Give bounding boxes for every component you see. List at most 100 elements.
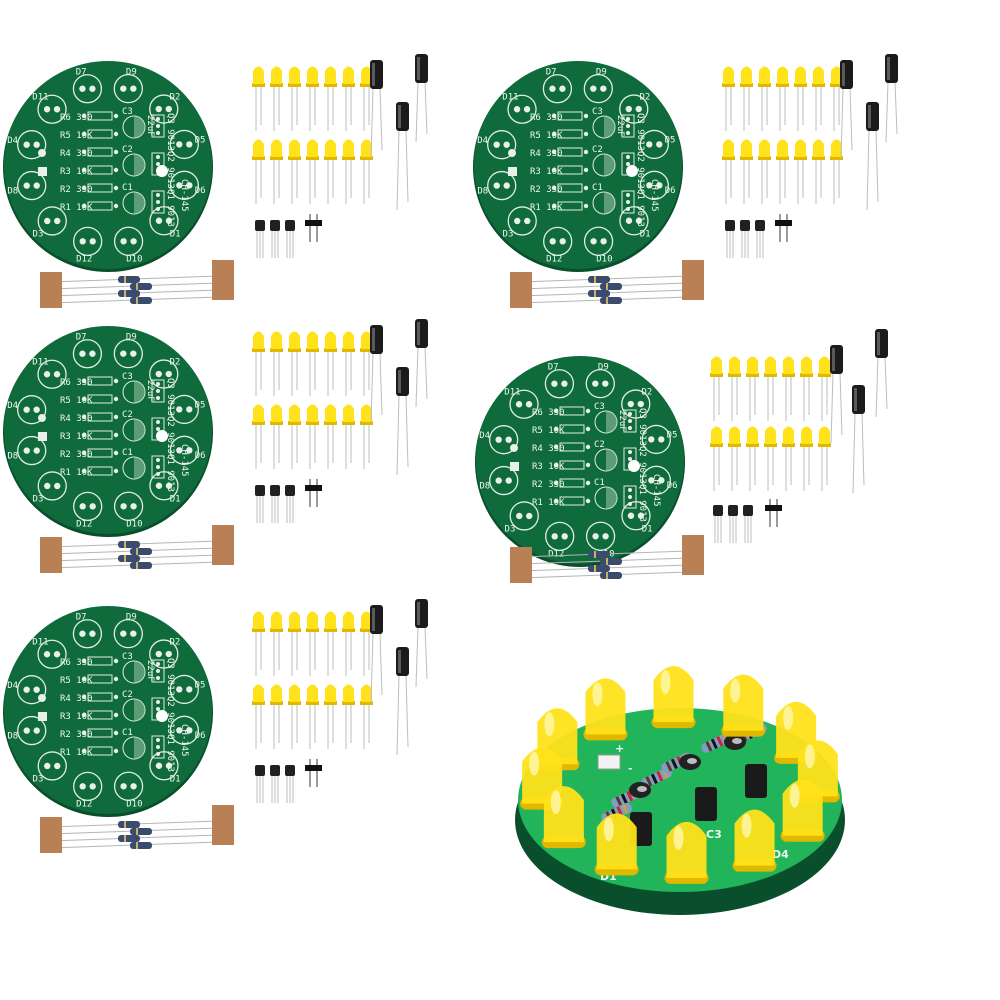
resistor-footprint (87, 111, 113, 121)
silk-led-label: D6 (195, 451, 206, 461)
solder-pad (89, 503, 96, 510)
silk-transistor-label: Q2 9013 (637, 446, 647, 484)
resistor-body (600, 558, 622, 565)
silk-resistor-label: R2 330 (60, 450, 93, 460)
solder-pad (23, 727, 30, 734)
capacitor-lead (849, 87, 853, 151)
silk-resistor-label: R4 330 (60, 414, 93, 424)
solder-pad (493, 182, 500, 189)
led-footprint (641, 465, 671, 495)
solder-pad (495, 436, 502, 443)
silk-resistor-label: R3 10K (530, 167, 563, 177)
electrolytic-capacitor (396, 102, 409, 211)
assembled-silk-label: C3 (706, 828, 722, 841)
solder-pad (627, 512, 635, 519)
led-highlight (804, 744, 815, 769)
loose-led (710, 426, 723, 491)
solder-pad (130, 350, 137, 357)
capacitor-lead (875, 129, 879, 203)
resistor-band (705, 741, 713, 752)
capacitor-stripe (832, 348, 835, 371)
silk-led-label: D8 (7, 186, 18, 196)
silk-led-label: D2 (641, 387, 652, 397)
resistor-tape-left (40, 272, 62, 308)
silk-led-label: D9 (126, 67, 137, 77)
silk-resistor-label: R5 10K (532, 426, 565, 436)
led-body (271, 139, 282, 157)
header-body (305, 765, 322, 771)
loose-led (800, 356, 813, 421)
transistor-footprint (151, 190, 165, 214)
led-footprint (545, 521, 575, 551)
pin-header (305, 759, 322, 787)
resistor-band (606, 572, 608, 579)
solder-pad (113, 712, 119, 718)
loose-led (270, 611, 283, 676)
solder-pad (113, 414, 119, 420)
silk-transistor-label: Q2 9013 (165, 416, 175, 454)
led-footprint (509, 389, 539, 419)
capacitor-stripe (372, 608, 375, 631)
led-rim (360, 628, 373, 632)
silk-led-label: D4 (7, 136, 18, 146)
led-dome (653, 666, 694, 723)
capacitor-stripe (887, 57, 890, 80)
solder-pad (635, 217, 643, 224)
loose-led (740, 139, 753, 204)
led-rim (342, 421, 355, 425)
silk-cap-label: C3 (122, 372, 133, 382)
solder-pad (551, 533, 558, 540)
capacitor-lead (405, 129, 409, 203)
capacitor-lead (852, 412, 856, 494)
silk-cap-value: 22uF (145, 115, 155, 137)
silk-transistor-label: Q1 9013 (637, 484, 647, 522)
capacitor-body (370, 60, 383, 89)
solder-pad (120, 85, 127, 92)
silk-resistor-label: R2 330 (530, 185, 563, 195)
solder-pad (23, 406, 30, 413)
silk-led-label: D10 (126, 255, 142, 265)
led-footprint (487, 130, 517, 160)
led-rim (722, 83, 735, 87)
silk-led-label: D1 (640, 229, 651, 239)
resistor-footprint (87, 674, 113, 684)
led-rim (324, 348, 337, 352)
resistor-footprint (87, 183, 113, 193)
solder-pad (23, 182, 30, 189)
solder-pad (79, 630, 86, 637)
loose-led (710, 356, 723, 421)
silk-transistor-label: Q2 9013 (165, 151, 175, 189)
solder-pad (155, 482, 163, 489)
led-highlight (550, 790, 561, 815)
solder-pad (559, 85, 566, 92)
led-rim (324, 156, 337, 160)
solder-pad (600, 238, 607, 245)
solder-pad (156, 472, 160, 476)
silk-led-label: D3 (33, 230, 44, 240)
silk-resistor-label: R1 10K (530, 203, 563, 213)
resistor-band (136, 828, 138, 835)
led-footprint (17, 715, 47, 746)
led-body (747, 356, 758, 374)
solder-pad (628, 426, 632, 430)
led-body (795, 139, 806, 157)
electrolytic-capacitor (885, 54, 898, 143)
led-body (307, 684, 318, 702)
silk-resistor-label: R4 330 (530, 149, 563, 159)
resistor-body (130, 828, 152, 835)
resistor-band (124, 835, 126, 842)
assembled-led (664, 821, 709, 884)
transistor-body (270, 485, 280, 496)
led-body (307, 404, 318, 422)
led-footprint (583, 226, 614, 256)
led-footprint (544, 369, 575, 399)
solder-pad (156, 676, 160, 680)
led-body (801, 356, 812, 374)
resistor-footprint (87, 656, 113, 666)
led-body (343, 331, 354, 349)
capacitor-stripe (372, 63, 375, 86)
mounting-hole (156, 430, 168, 442)
silk-led-label: D12 (76, 800, 92, 810)
